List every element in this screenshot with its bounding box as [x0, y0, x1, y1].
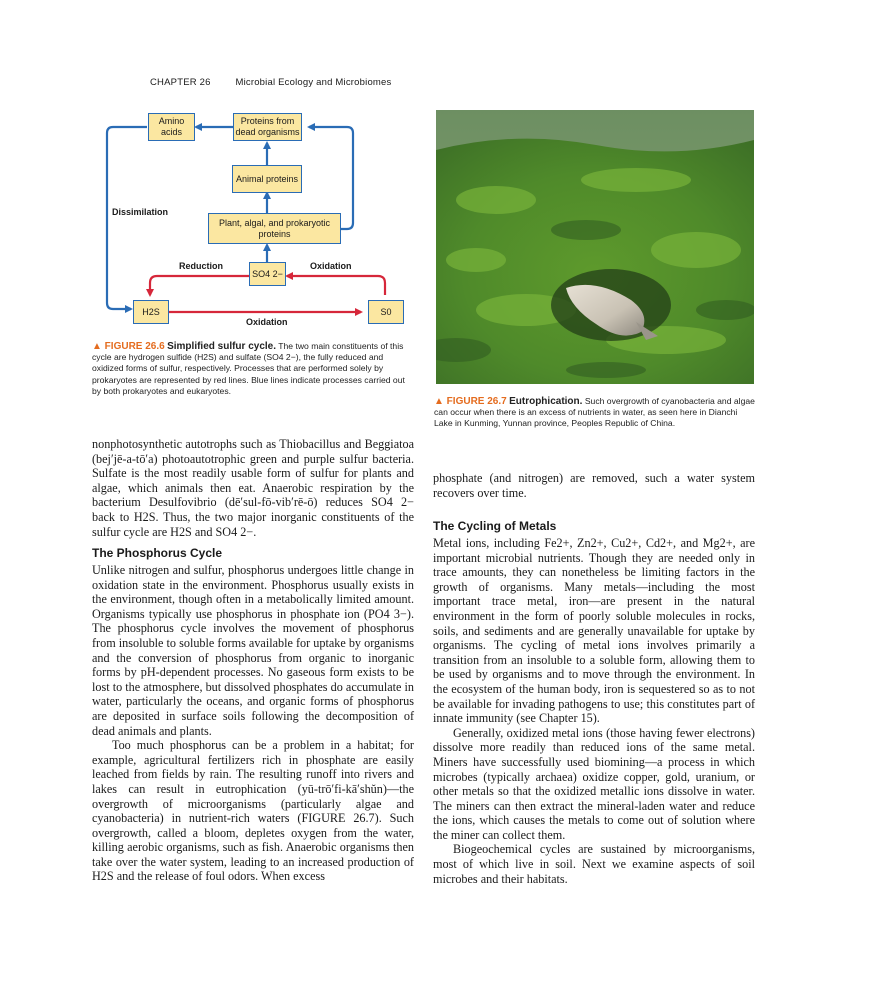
arrow-plant-loop [307, 123, 355, 231]
left-column-body: Unlike nitrogen and sulfur, phosphorus u… [92, 563, 414, 884]
box-amino-acids: Amino acids [148, 113, 195, 141]
sulfate-label: SO4 2− [252, 268, 283, 279]
label-dissimilation: Dissimilation [112, 207, 169, 217]
hydrogen-sulfide-label: H2S [142, 306, 160, 317]
box-plant-proteins: Plant, algal, and prokaryotic proteins [208, 213, 341, 244]
label-reduction: Reduction [179, 261, 223, 271]
elemental-sulfur-label: S0 [380, 306, 392, 317]
paragraph-metals-1: Metal ions, including Fe2+, Zn2+, Cu2+, … [433, 536, 755, 726]
left-column-top: nonphotosynthetic autotrophs such as Thi… [92, 437, 414, 539]
figure-26-6-caption: ▲ FIGURE 26.6 Simplified sulfur cycle. T… [92, 341, 414, 397]
chapter-number: CHAPTER 26 [150, 77, 211, 88]
figure-26-7-caption: ▲ FIGURE 26.7 Eutrophication. Such overg… [434, 396, 756, 430]
right-column-top: phosphate (and nitrogen) are removed, su… [433, 471, 755, 500]
paragraph-metals-2: Generally, oxidized metal ions (those ha… [433, 725, 755, 842]
box-elemental-sulfur: S0 [368, 300, 404, 324]
figure-26-7-text: Such overgrowth of cyanobacteria and alg… [434, 396, 755, 429]
figure-26-7-title: Eutrophication. [509, 396, 583, 407]
box-sulfate: SO4 2− [249, 262, 286, 286]
eutrophication-photo [436, 110, 754, 384]
paragraph-phosphorus-2: Too much phosphorus can be a problem in … [92, 738, 414, 884]
heading-cycling-of-metals: The Cycling of Metals [433, 519, 557, 533]
paragraph-sulfur-continued: nonphotosynthetic autotrophs such as Thi… [92, 437, 414, 539]
box-animal-proteins: Animal proteins [232, 165, 302, 193]
figure-26-6-label: ▲ FIGURE 26.6 [92, 341, 165, 352]
arrow-oxidation-top [285, 272, 387, 295]
figure-26-6-text: The two main constituents of this cycle … [92, 341, 405, 396]
paragraph-phosphorus-1: Unlike nitrogen and sulfur, phosphorus u… [92, 563, 414, 738]
arrow-reduction [146, 274, 249, 297]
label-oxidation-top: Oxidation [310, 261, 352, 271]
heading-phosphorus-cycle: The Phosphorus Cycle [92, 546, 223, 560]
sulfur-cycle-diagram: Amino acids Proteins from dead organisms… [95, 105, 415, 340]
paragraph-phosphorus-continued: phosphate (and nitrogen) are removed, su… [433, 471, 755, 500]
box-proteins-dead: Proteins from dead organisms [233, 113, 302, 141]
right-column-body: Metal ions, including Fe2+, Zn2+, Cu2+, … [433, 536, 755, 886]
paragraph-metals-3: Biogeochemical cycles are sustained by m… [433, 842, 755, 886]
running-header: CHAPTER 26 Microbial Ecology and Microbi… [150, 77, 391, 88]
box-hydrogen-sulfide: H2S [133, 300, 169, 324]
figure-26-6-title: Simplified sulfur cycle. [167, 341, 277, 352]
figure-26-7-label: ▲ FIGURE 26.7 [434, 396, 507, 407]
label-oxidation-bottom: Oxidation [246, 317, 288, 327]
arrow-dissimilation [105, 125, 147, 313]
chapter-title: Microbial Ecology and Microbiomes [235, 77, 392, 88]
diagram-arrows [105, 123, 387, 316]
